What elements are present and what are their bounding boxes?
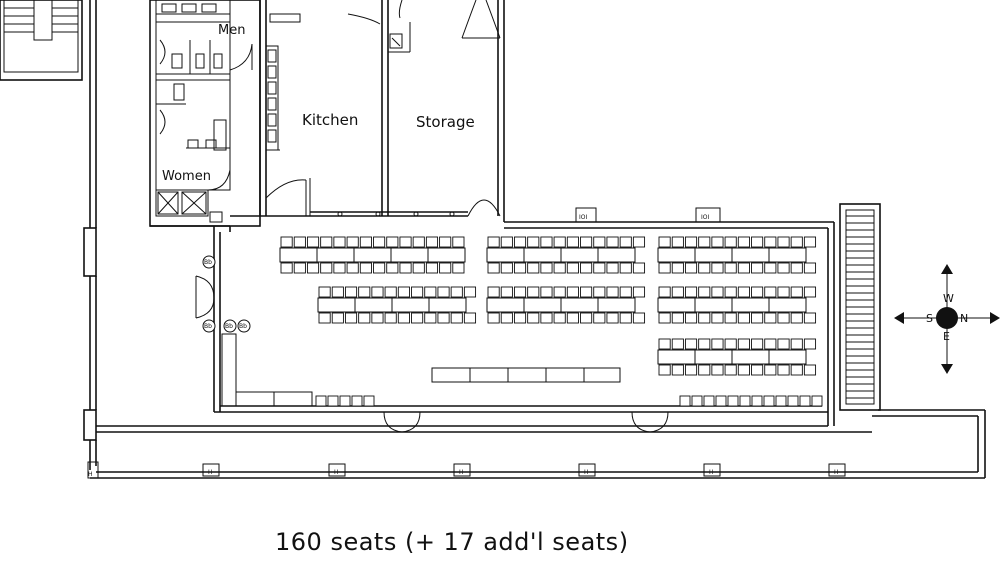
table-row-middle-1 <box>486 236 646 274</box>
additional-seats <box>315 395 823 407</box>
table-row-left-2 <box>317 286 477 324</box>
svg-text:H: H <box>834 469 839 476</box>
room-label-women: Women <box>162 169 211 184</box>
extra-chair <box>727 395 739 407</box>
extra-chair <box>363 395 375 407</box>
room-label-storage: Storage <box>416 113 475 131</box>
extra-chair <box>327 395 339 407</box>
svg-text:N: N <box>960 312 968 325</box>
svg-text:Bb: Bb <box>225 323 233 330</box>
svg-text:H: H <box>584 469 589 476</box>
svg-text:W: W <box>943 292 954 305</box>
svg-text:H: H <box>208 469 213 476</box>
extra-chair <box>691 395 703 407</box>
compass-center <box>936 307 958 329</box>
table-row-right-3 <box>657 338 817 376</box>
table-row-right-2 <box>657 286 817 324</box>
svg-text:IOI: IOI <box>579 214 587 221</box>
extra-chair <box>315 395 327 407</box>
svg-text:H: H <box>709 469 714 476</box>
seating-capacity-caption: 160 seats (+ 17 add'l seats) <box>275 528 629 556</box>
svg-text:IOI: IOI <box>701 214 709 221</box>
buffet-tables <box>431 367 621 383</box>
wall-pilasters: H H H H H H H <box>87 461 846 479</box>
extra-chair <box>679 395 691 407</box>
extra-chair <box>787 395 799 407</box>
extra-chair <box>799 395 811 407</box>
extra-chair <box>811 395 823 407</box>
extra-chair <box>339 395 351 407</box>
svg-text:E: E <box>943 330 950 343</box>
svg-text:H: H <box>459 469 464 476</box>
stair-top-left <box>0 0 83 81</box>
outer-walls <box>83 0 986 479</box>
room-label-kitchen: Kitchen <box>302 111 358 129</box>
hall-north-wall: IOI IOI <box>150 207 835 426</box>
svg-text:H: H <box>88 471 93 478</box>
booster-chairs: Bb Bb Bb Bb <box>202 255 251 333</box>
extra-chair <box>715 395 727 407</box>
svg-text:Bb: Bb <box>204 259 212 266</box>
table-row-right-1 <box>657 236 817 274</box>
extra-chair <box>351 395 363 407</box>
extra-chair <box>763 395 775 407</box>
extra-chair <box>751 395 763 407</box>
kitchen-room <box>259 0 389 216</box>
svg-text:Bb: Bb <box>239 323 247 330</box>
west-entrance-door <box>195 275 215 319</box>
extra-chair <box>739 395 751 407</box>
seating-layout <box>279 236 817 376</box>
table-row-middle-2 <box>486 286 646 324</box>
storage-room <box>388 0 505 222</box>
svg-text:Bb: Bb <box>204 323 212 330</box>
svg-text:H: H <box>334 469 339 476</box>
service-counter <box>221 333 313 407</box>
south-entrance-doors <box>383 411 669 433</box>
table-row-left-1 <box>279 236 466 274</box>
stair-east <box>839 203 881 411</box>
compass-rose: W S N E <box>894 264 1000 374</box>
svg-text:S: S <box>926 312 933 325</box>
extra-chair <box>775 395 787 407</box>
room-label-men: Men <box>218 23 245 38</box>
extra-chair <box>703 395 715 407</box>
